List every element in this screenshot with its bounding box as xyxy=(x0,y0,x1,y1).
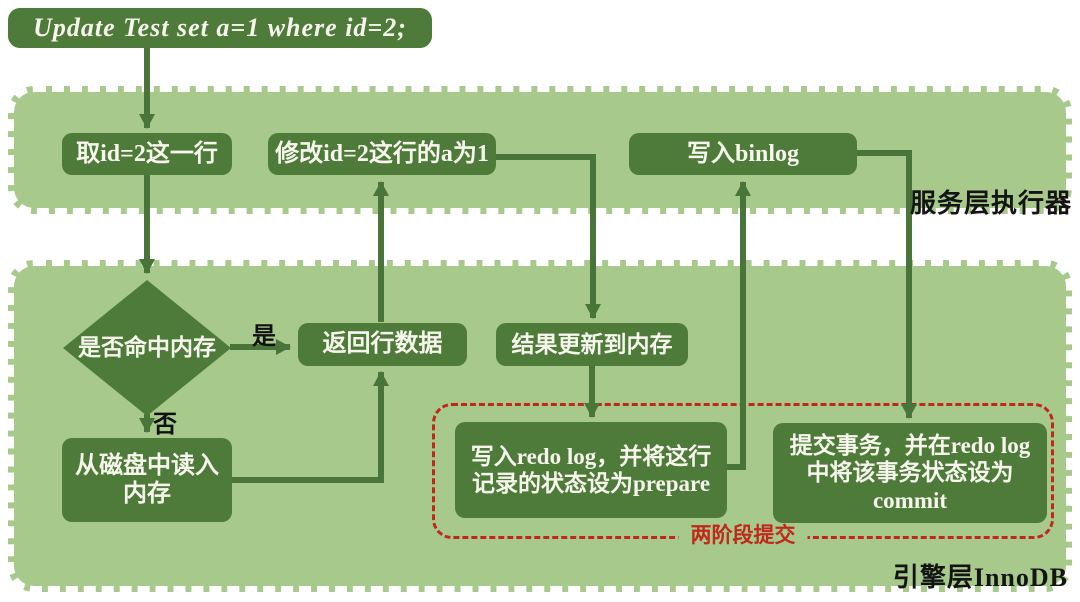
node-read-disk: 从磁盘中读入内存 xyxy=(62,438,232,522)
node-return-row: 返回行数据 xyxy=(298,323,467,366)
edge-label-no: 否 xyxy=(153,412,177,438)
node-sql-statement: Update Test set a=1 where id=2; xyxy=(8,8,432,48)
node-update-memory: 结果更新到内存 xyxy=(496,323,688,366)
server-layer-label: 服务层执行器 xyxy=(909,189,1072,218)
two-phase-commit-label: 两阶段提交 xyxy=(678,519,808,549)
edge-label-yes: 是 xyxy=(252,324,276,350)
node-write-redo-prepare: 写入redo log，并将这行记录的状态设为prepare xyxy=(455,422,727,518)
node-fetch-row: 取id=2这一行 xyxy=(62,133,232,175)
engine-layer-label: 引擎层InnoDB xyxy=(892,563,1068,592)
node-write-binlog: 写入binlog xyxy=(629,133,857,175)
node-commit-transaction: 提交事务，并在redo log中将该事务状态设为commit xyxy=(773,423,1047,523)
node-modify-row: 修改id=2这行的a为1 xyxy=(268,133,496,175)
